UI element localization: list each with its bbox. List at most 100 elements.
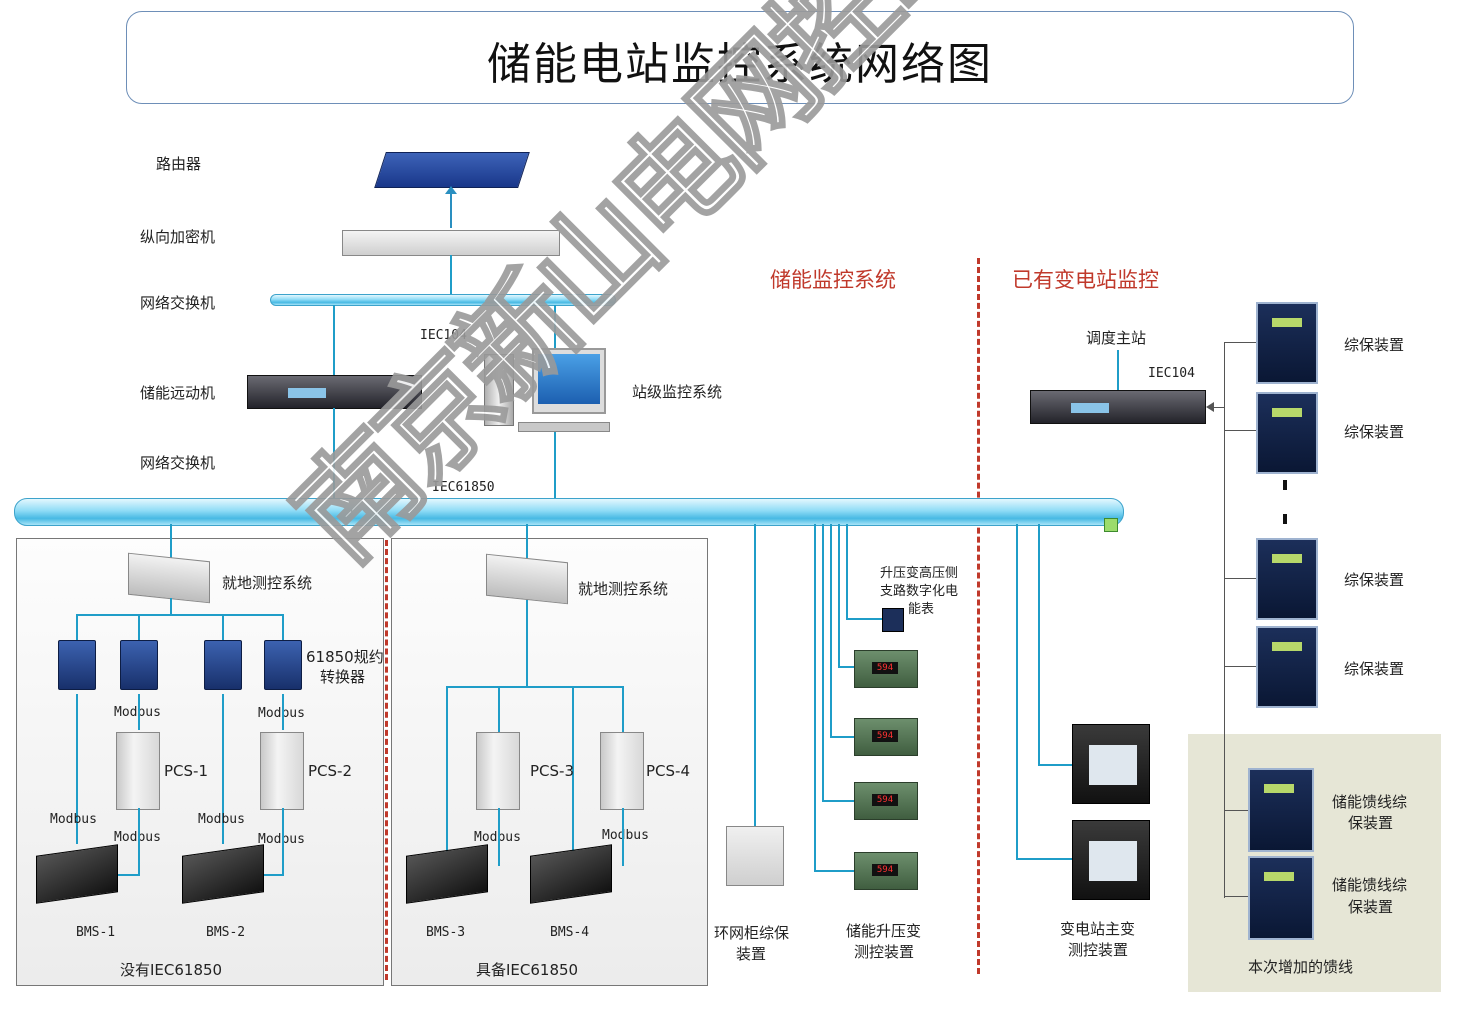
arrow-bms1-conv1 bbox=[76, 694, 78, 844]
tree2-drop-3 bbox=[572, 686, 574, 866]
link-switch-rtu bbox=[333, 305, 335, 375]
ring-relay-label-2: 装置 bbox=[736, 945, 767, 963]
router-device bbox=[374, 152, 530, 188]
title-box: 储能电站监控系统网络图 bbox=[126, 11, 1354, 104]
tree2-drop-4 bbox=[622, 686, 624, 732]
modbus-label-5: Modbus bbox=[198, 812, 245, 827]
link-bus-local2 bbox=[526, 524, 528, 558]
pc-keyboard bbox=[518, 422, 610, 432]
arrow-left-icon bbox=[1206, 402, 1214, 412]
ellipsis-dot-1 bbox=[1283, 480, 1287, 490]
boost-meter-label-1: 储能升压变 bbox=[846, 922, 922, 940]
tree2-drop-2 bbox=[498, 686, 500, 732]
substation-meter-label-2: 测控装置 bbox=[1068, 941, 1129, 959]
boost-meter-2: 594 bbox=[854, 718, 918, 756]
relay-branch-6 bbox=[1224, 896, 1248, 897]
encryptor-device bbox=[342, 230, 560, 256]
tree-drop-2 bbox=[138, 614, 140, 640]
relay-branch-3 bbox=[1224, 578, 1258, 579]
link-relays-rtu bbox=[1212, 407, 1224, 408]
link-hvmeter-h bbox=[846, 618, 882, 620]
bms-label-3: BMS-3 bbox=[426, 925, 466, 940]
converter-3 bbox=[204, 640, 242, 690]
boost-meter-1: 594 bbox=[854, 650, 918, 688]
station-monitor-label: 站级监控系统 bbox=[632, 383, 723, 401]
relay-label-1: 综保装置 bbox=[1344, 336, 1405, 354]
hv-meter-device bbox=[882, 608, 904, 632]
modbus-label-1: Modbus bbox=[114, 705, 161, 720]
boost-meter-4: 594 bbox=[854, 852, 918, 890]
link-local1-tree bbox=[170, 598, 172, 616]
link-bus-meters-2 bbox=[822, 524, 824, 802]
modbus-label-4: Modbus bbox=[114, 830, 161, 845]
boost-meter-label-2: 测控装置 bbox=[854, 943, 915, 961]
link-dispatch-rtu bbox=[1117, 350, 1119, 390]
arrow-pcs2-conv4 bbox=[282, 694, 284, 730]
caption-with-iec61850: 具备IEC61850 bbox=[476, 961, 579, 979]
tree-local2 bbox=[446, 686, 624, 688]
tree-drop-3 bbox=[222, 614, 224, 640]
link-bus-meters-1 bbox=[814, 524, 816, 872]
main-bus bbox=[14, 498, 1124, 526]
link-bus-hvmeter bbox=[846, 524, 848, 620]
pcs-label-4: PCS-4 bbox=[646, 762, 690, 780]
arrow-pcs1-conv2 bbox=[138, 694, 140, 730]
link-bus-local1 bbox=[170, 524, 172, 558]
link-meter-3-h bbox=[822, 800, 854, 802]
modbus-label-7: Modbus bbox=[474, 830, 521, 845]
switch-top-label: 网络交换机 bbox=[140, 294, 216, 312]
link-bms4-pcs4 bbox=[622, 808, 624, 866]
ring-relay-device bbox=[726, 826, 784, 886]
substation-meter-2 bbox=[1072, 820, 1150, 900]
feeder-relay-device-1 bbox=[1248, 768, 1314, 852]
link-bms2-pcs2-h bbox=[258, 874, 284, 876]
switch-bottom-label: 网络交换机 bbox=[140, 454, 216, 472]
rtu-device bbox=[247, 375, 422, 409]
relay-branch-2 bbox=[1224, 430, 1258, 431]
ellipsis-dot-2 bbox=[1283, 514, 1287, 524]
caption-no-iec61850: 没有IEC61850 bbox=[120, 961, 223, 979]
pc-tower bbox=[484, 354, 514, 426]
modbus-label-6: Modbus bbox=[258, 832, 305, 847]
modbus-label-8: Modbus bbox=[602, 828, 649, 843]
link-bus-meters-3 bbox=[830, 524, 832, 738]
bus-end-icon bbox=[1104, 518, 1118, 532]
pc-monitor bbox=[532, 348, 606, 414]
relay-label-4: 综保装置 bbox=[1344, 660, 1405, 678]
panel-with-iec61850 bbox=[391, 538, 708, 986]
page-title: 储能电站监控系统网络图 bbox=[487, 39, 993, 90]
relay-device-3 bbox=[1256, 538, 1318, 620]
converter-2 bbox=[120, 640, 158, 690]
iec61850-label: IEC61850 bbox=[432, 480, 495, 495]
link-local2-tree bbox=[526, 600, 528, 686]
converter-label-line2: 转换器 bbox=[320, 668, 366, 686]
link-sub-1-h bbox=[1038, 764, 1072, 766]
link-switch-encryptor bbox=[450, 255, 452, 297]
local-control-device-2 bbox=[486, 553, 568, 605]
feeder-relay-label-1b: 保装置 bbox=[1348, 814, 1394, 832]
bms-label-4: BMS-4 bbox=[550, 925, 590, 940]
link-monitor-bus bbox=[554, 432, 556, 498]
pcs-label-3: PCS-3 bbox=[530, 762, 574, 780]
relay-device-4 bbox=[1256, 626, 1318, 708]
iec104-label-right: IEC104 bbox=[1148, 366, 1195, 381]
link-bms1-pcs1-h bbox=[114, 874, 140, 876]
pcs-label-2: PCS-2 bbox=[308, 762, 352, 780]
link-meter-2-h bbox=[830, 736, 854, 738]
link-bms1-pcs1 bbox=[138, 808, 140, 876]
link-sub-2-h bbox=[1016, 858, 1072, 860]
substation-rtu-device bbox=[1030, 390, 1206, 424]
relay-branch-4 bbox=[1224, 666, 1258, 667]
modbus-label-3: Modbus bbox=[50, 812, 97, 827]
tree-local1 bbox=[76, 614, 284, 616]
iec104-label-left: IEC104 bbox=[420, 328, 467, 343]
relay-label-2: 综保装置 bbox=[1344, 423, 1405, 441]
hv-meter-label-3: 能表 bbox=[908, 602, 935, 617]
link-meter-1-h bbox=[838, 666, 854, 668]
link-switch-monitor bbox=[554, 305, 556, 351]
pcs-cabinet-3 bbox=[476, 732, 520, 810]
pcs-label-1: PCS-1 bbox=[164, 762, 208, 780]
boost-meter-3: 594 bbox=[854, 782, 918, 820]
tree-drop-4 bbox=[282, 614, 284, 640]
arrow-up-icon bbox=[445, 186, 457, 194]
